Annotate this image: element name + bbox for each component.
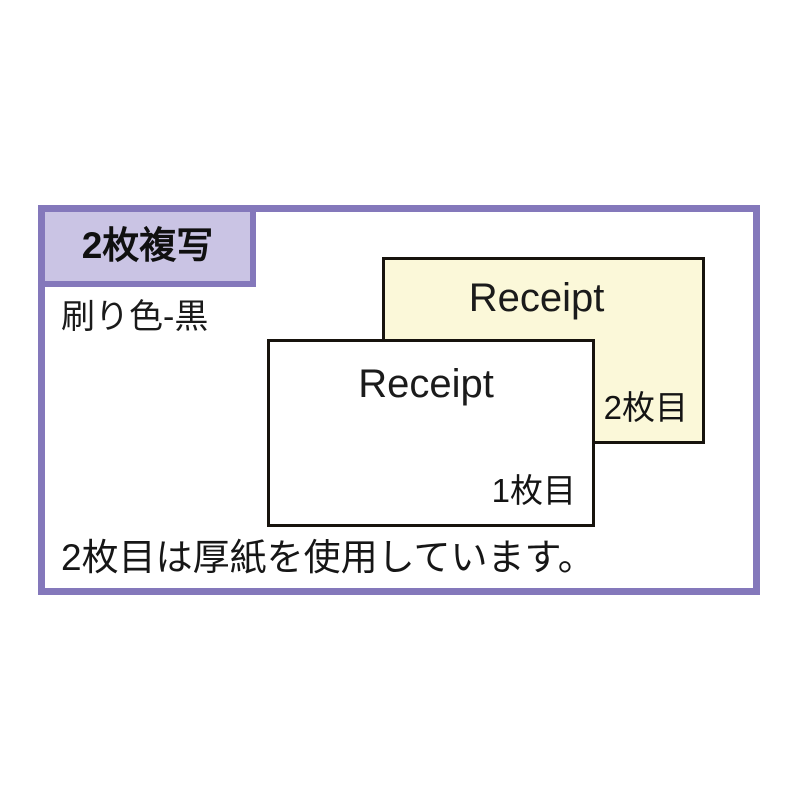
receipt-sheet-1-title: Receipt bbox=[358, 362, 494, 406]
copy-count-badge-label: 2枚複写 bbox=[81, 224, 214, 266]
receipt-sheet-1: Receipt 1枚目 bbox=[267, 339, 595, 527]
spec-frame: 2枚複写 刷り色-黒 Receipt 2枚目 Receipt 1枚目 2枚目は厚… bbox=[38, 205, 760, 595]
receipt-sheet-2-index-label: 2枚目 bbox=[603, 389, 688, 426]
receipt-sheet-2-title: Receipt bbox=[468, 276, 605, 320]
copy-count-badge: 2枚複写 bbox=[45, 212, 256, 287]
footer-note: 2枚目は厚紙を使用しています。 bbox=[61, 537, 595, 578]
receipt-sheet-1-index-label: 1枚目 bbox=[491, 472, 576, 509]
print-color-label: 刷り色-黒 bbox=[61, 298, 209, 336]
